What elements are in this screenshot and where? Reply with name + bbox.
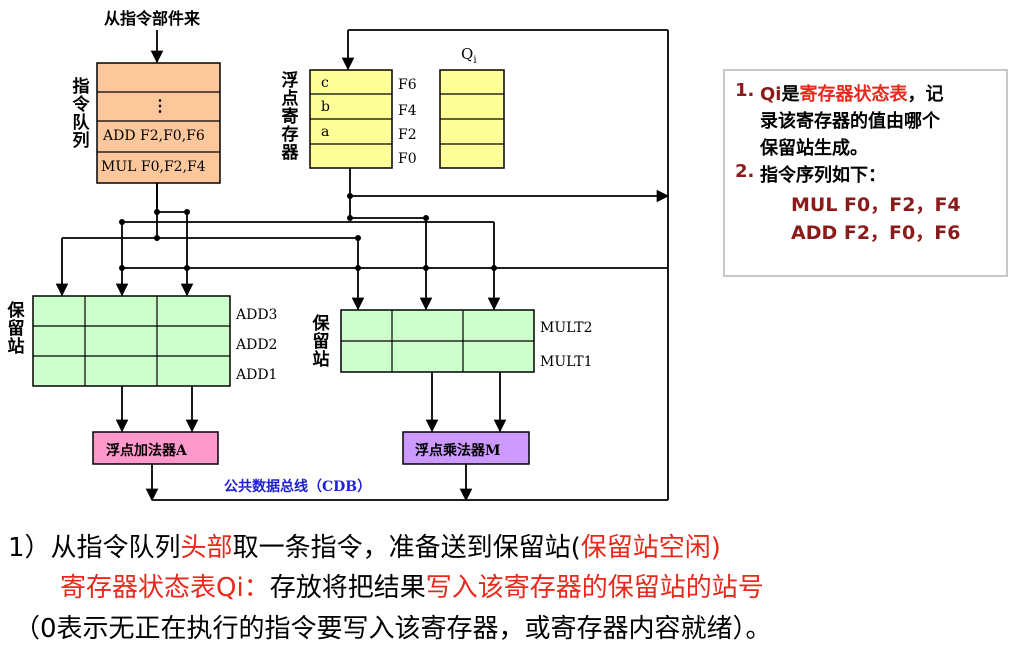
queue-row-ellipsis: ⋮ [152,96,168,115]
fp-multiplier-box [402,431,530,465]
note-1-line1: Qi是寄存器状态表，记 [760,84,944,105]
instruction-add: ADD F2，F0，F6 [791,222,961,244]
instruction-queue [96,62,221,184]
reservation-station-mult [340,309,535,373]
explanation-line-3: （0表示无正在执行的指令要写入该寄存器，或寄存器内容就绪）。 [14,614,772,644]
qi-register-status [439,69,505,169]
rs-name-add1: ADD1 [236,367,278,383]
rs-name-mult2: MULT2 [540,320,593,336]
register-value-f6: c [321,75,329,91]
reservation-station-add [32,295,231,387]
notes-panel [723,69,1008,277]
fp-adder-label: 浮点加法器A [106,443,187,459]
register-name-f6: F6 [398,77,417,93]
explanation-line-1: 1）从指令队列头部取一条指令，准备送到保留站(保留站空闲) [8,533,721,563]
rs-name-add3: ADD3 [236,307,278,323]
fp-register-label: 浮 点 寄 存 器 [281,71,299,163]
explanation-line-2: 寄存器状态表Qi：存放将把结果写入该寄存器的保留站的站号 [60,573,764,603]
queue-row-add: ADD F2,F0,F6 [103,128,205,144]
fp-multiplier-label: 浮点乘法器M [415,443,501,459]
bus-wiring [55,29,670,502]
cdb-label: 公共数据总线（CDB） [224,479,372,495]
instruction-mul: MUL F0，F2，F4 [791,194,961,216]
register-name-f0: F0 [398,151,417,167]
fp-adder-box [92,431,219,465]
note-2-text: 指令序列如下： [760,165,886,186]
register-value-f4: b [321,99,330,115]
note-2-num: 2. [735,161,755,182]
queue-row-mul: MUL F0,F2,F4 [101,159,206,175]
rs-name-mult1: MULT1 [540,354,593,370]
qi-label: Qi [461,45,477,66]
register-name-f2: F2 [398,127,417,143]
rs-add-label: 保 留 站 [7,301,25,357]
note-1-line2: 录该寄存器的值由哪个 [760,111,940,132]
note-1-line3: 保留站生成。 [760,138,868,159]
bus-junctions [119,193,497,271]
instruction-source-label: 从指令部件来 [104,9,201,28]
rs-mult-label: 保 留 站 [312,314,330,370]
rs-name-add2: ADD2 [236,337,278,353]
queue-label: 指 令 队 列 [72,77,90,151]
note-1-num: 1. [735,80,755,101]
register-value-f2: a [321,124,330,140]
register-name-f4: F4 [398,103,417,119]
